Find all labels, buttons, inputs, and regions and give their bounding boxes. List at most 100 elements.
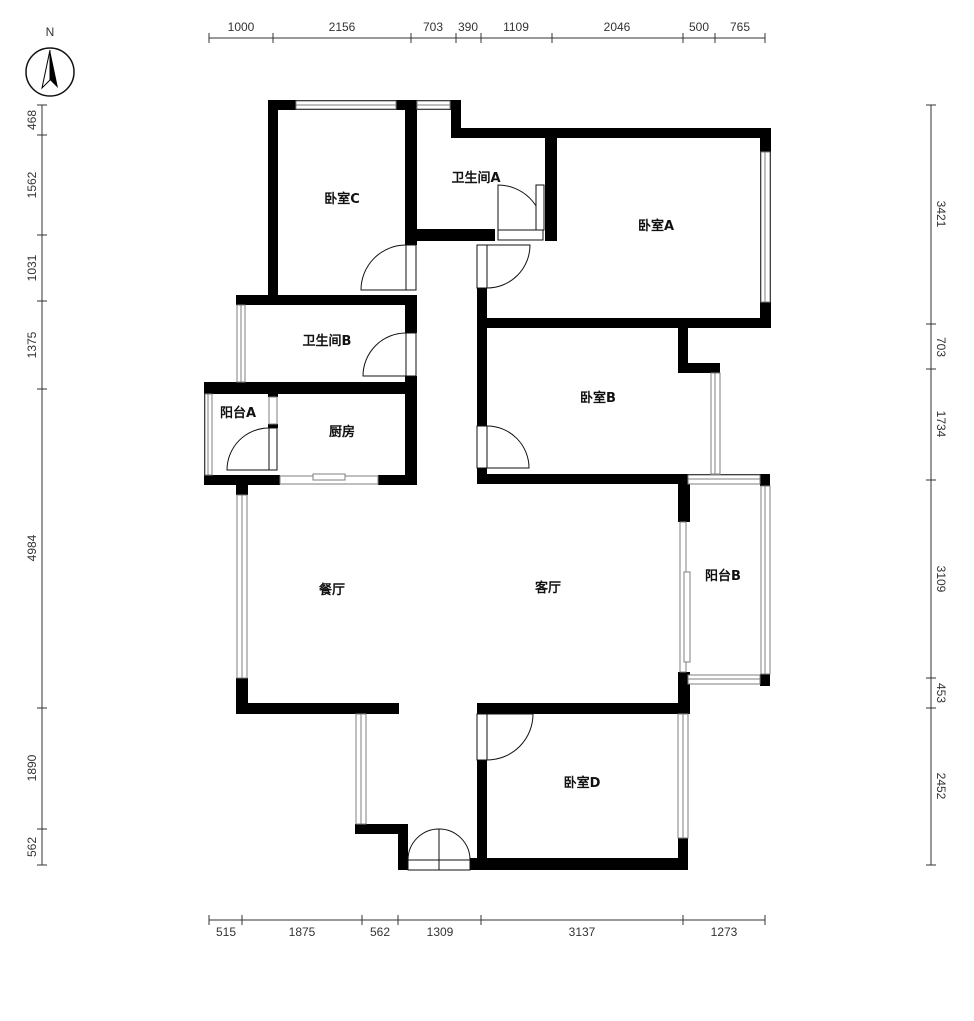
left-dim-label: 1890 [25,754,39,781]
right-dimension: 3421 703 1734 3109 453 2452 [926,104,948,866]
wall [268,424,278,428]
wall [236,703,399,714]
top-dim-label: 2046 [604,20,631,34]
door [405,244,417,291]
compass-needle-outline-icon [41,49,51,90]
door [535,184,545,231]
door-swing [226,427,270,471]
top-dim-label: 2156 [329,20,356,34]
right-dim-label: 3109 [934,566,948,593]
wall [236,475,248,495]
top-dim-label: 765 [730,20,750,34]
wall [268,382,278,397]
wall [405,229,495,241]
top-dim-label: 1109 [503,20,529,34]
room-label-bedroom-a: 卧室A [638,218,674,234]
wall [378,475,417,485]
right-dim-label: 3421 [934,201,948,228]
wall [236,295,246,305]
door [497,229,544,241]
bottom-dim-label: 3137 [569,925,596,939]
wall [451,100,461,138]
door-swing [407,828,440,861]
left-dim-label: 1031 [25,254,39,281]
right-dim-label: 703 [934,337,948,357]
wall [405,382,417,485]
top-dimension: 1000 2156 703 390 1109 2046 500 765 [208,20,766,43]
room-label-balcony-b: 阳台B [705,568,741,584]
wall [451,128,771,138]
room-label-bedroom-c: 卧室C [324,191,360,207]
left-dim-label: 4984 [25,534,39,561]
left-dim-label: 1562 [25,171,39,198]
room-label-bathroom-a: 卫生间A [451,170,500,186]
top-dim-label: 703 [423,20,443,34]
door [476,425,488,469]
wall [405,100,417,245]
room-label-bathroom-b: 卫生间B [303,333,352,349]
top-dim-label: 390 [458,20,478,34]
right-dim-label: 1734 [934,411,948,438]
room-label-bedroom-d: 卧室D [564,775,601,791]
wall [678,318,688,373]
wall [405,295,417,333]
room-labels: 卧室C 卫生间A 卧室A 卫生间B 阳台A 厨房 卧室B 餐厅 客厅 阳台B 卧… [220,170,741,791]
bottom-dimension: 515 1875 562 1309 3137 1273 [208,915,766,939]
wall [477,703,690,714]
bottom-dim-label: 562 [370,925,390,939]
room-label-bedroom-b: 卧室B [580,390,616,406]
wall [678,838,688,870]
compass-ring [25,47,75,97]
room-label-balcony-a: 阳台A [220,405,256,421]
windows [204,100,771,839]
wall [760,674,770,686]
room-label-dining: 餐厅 [318,582,345,598]
door-swing [360,244,407,291]
wall [268,100,278,298]
wall [760,474,770,486]
door-swing [438,828,471,861]
left-dim-label: 468 [25,110,39,130]
left-dim-label: 562 [25,837,39,857]
left-dim-label: 1375 [25,331,39,358]
bottom-dim-label: 1309 [427,925,454,939]
wall [477,858,688,870]
door [405,332,417,377]
wall [355,824,408,834]
bottom-dim-label: 1273 [711,925,738,939]
door [476,713,488,761]
bottom-dim-label: 515 [216,925,236,939]
wall [545,128,557,241]
left-dimension: 468 1562 1031 1375 4984 1890 562 [25,104,47,866]
wall [477,466,487,484]
compass-north-label: N [46,25,55,39]
door-swing [486,425,530,469]
door [476,244,488,289]
wall [477,288,487,328]
compass: N [25,25,75,97]
door-swing [362,332,407,377]
right-dim-label: 2452 [934,773,948,800]
room-label-living: 客厅 [535,580,561,596]
door-swing [486,713,534,761]
door [268,427,278,471]
top-dim-label: 1000 [228,20,255,34]
wall [477,318,771,328]
sliding-door [312,473,346,481]
top-dim-label: 500 [689,20,709,34]
wall [236,295,417,305]
wall [477,760,487,870]
wall [477,474,770,484]
compass-needle-icon [50,50,58,88]
wall [398,824,408,870]
wall [678,474,690,522]
walls [204,100,771,870]
doors [226,184,545,871]
right-dim-label: 453 [934,683,948,703]
window [268,396,278,425]
wall [204,382,417,394]
bottom-dim-label: 1875 [289,925,316,939]
wall [477,318,487,426]
door-swing [486,244,531,289]
